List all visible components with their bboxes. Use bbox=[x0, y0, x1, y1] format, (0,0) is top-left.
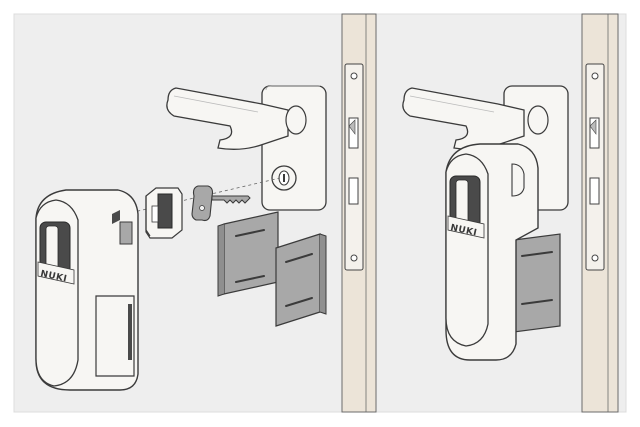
mounting-bracket-back bbox=[217, 211, 279, 297]
key bbox=[191, 185, 251, 222]
mounting-bracket-front bbox=[275, 233, 327, 327]
door-frame-right bbox=[581, 13, 619, 413]
lever-handle-assembled bbox=[402, 85, 569, 211]
adapter-cap bbox=[145, 187, 183, 239]
smart-lock-unit-exploded: NUKI bbox=[35, 189, 139, 391]
door-frame-left bbox=[341, 13, 377, 413]
smart-lock-unit-assembled: NUKI bbox=[445, 143, 539, 361]
lever-handle-exploded bbox=[166, 85, 327, 211]
mounting-bracket-assembled bbox=[513, 233, 561, 333]
